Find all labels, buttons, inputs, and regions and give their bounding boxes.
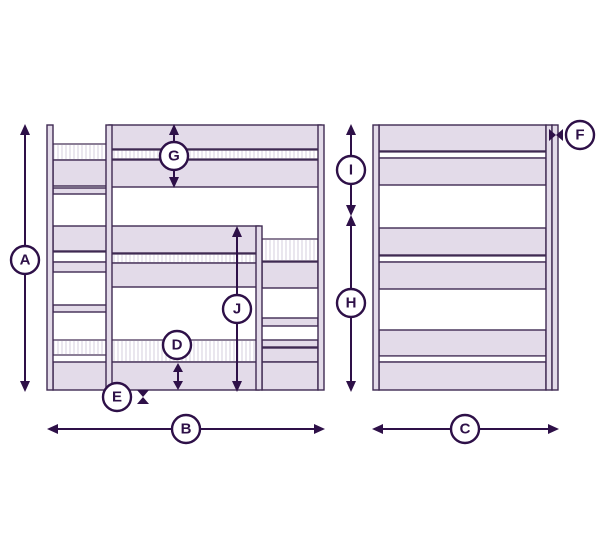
side-middle-panel bbox=[378, 227, 547, 256]
top-bunk bbox=[108, 124, 322, 188]
ladder-bottom-slats bbox=[54, 341, 108, 354]
middle-bunk-mattress-slats bbox=[110, 254, 258, 263]
side-middle-base bbox=[378, 261, 547, 290]
side-bottom-panel bbox=[378, 329, 547, 357]
dimension-badge bbox=[158, 140, 190, 172]
arrow-head-icon bbox=[20, 124, 30, 135]
arrow-head-icon bbox=[556, 129, 563, 141]
arrow-head-icon bbox=[169, 177, 179, 188]
arrow-head-icon bbox=[346, 381, 356, 392]
ladder-mid-panel bbox=[52, 225, 110, 252]
dimension-label-B: B bbox=[181, 421, 192, 438]
dimension-label-C: C bbox=[460, 421, 471, 438]
side-step-rung bbox=[261, 339, 319, 348]
top-bunk-base-panel bbox=[108, 159, 322, 188]
side-right-post-outer bbox=[551, 124, 559, 391]
arrow-head-icon bbox=[169, 124, 179, 135]
side-step-panel bbox=[261, 261, 319, 289]
arrow-head-icon bbox=[346, 205, 356, 216]
dimension-badge bbox=[170, 413, 202, 445]
dimension-label-H: H bbox=[346, 295, 357, 312]
dimension-badge bbox=[101, 381, 133, 413]
arrow-head-icon bbox=[173, 363, 183, 372]
dimension-label-I: I bbox=[349, 162, 353, 179]
side-bottom-base bbox=[378, 361, 547, 391]
arrow-head-icon bbox=[173, 381, 183, 390]
dimension-badge bbox=[564, 119, 596, 151]
ladder-top-slats bbox=[54, 145, 108, 159]
middle-bunk bbox=[108, 225, 319, 348]
arrow-head-icon bbox=[346, 124, 356, 135]
dimension-B: B bbox=[47, 413, 325, 445]
side-middle-rail bbox=[378, 255, 547, 263]
ladder-rung bbox=[52, 187, 110, 195]
arrow-head-icon bbox=[372, 424, 383, 434]
dimension-label-D: D bbox=[172, 337, 183, 354]
ladder-rung bbox=[52, 304, 110, 313]
dimension-C: C bbox=[372, 413, 559, 445]
arrow-head-icon bbox=[20, 381, 30, 392]
arrow-head-icon bbox=[137, 397, 149, 404]
dimension-G: G bbox=[158, 124, 190, 188]
side-top-panel bbox=[378, 124, 547, 152]
arrow-head-icon bbox=[548, 424, 559, 434]
dimension-H: H bbox=[335, 215, 367, 392]
dimension-J: J bbox=[221, 226, 253, 392]
dimension-badge bbox=[161, 329, 193, 361]
side-step-rung bbox=[261, 317, 319, 327]
bottom-bunk-side-base-panel bbox=[261, 361, 319, 391]
side-step-slats bbox=[263, 240, 317, 260]
front-ladder-post bbox=[105, 124, 113, 391]
ladder-rung bbox=[52, 261, 110, 273]
dimension-A: A bbox=[9, 124, 41, 392]
dimension-E: E bbox=[101, 381, 149, 413]
side-view bbox=[372, 124, 559, 391]
front-right-post bbox=[317, 124, 325, 391]
ladder-mid-rail bbox=[52, 251, 110, 263]
dimension-label-J: J bbox=[233, 301, 241, 318]
ladder-top-panel bbox=[52, 159, 110, 187]
arrow-head-icon bbox=[137, 390, 149, 397]
arrow-head-icon bbox=[314, 424, 325, 434]
dimension-badge bbox=[221, 293, 253, 325]
top-bunk-mattress-slats bbox=[110, 150, 320, 159]
side-top-rail bbox=[378, 151, 547, 159]
arrow-head-icon bbox=[232, 226, 242, 237]
ladder bbox=[52, 143, 110, 391]
ladder-bottom-panel bbox=[52, 361, 110, 391]
dimension-badge bbox=[335, 287, 367, 319]
side-bottom-rail bbox=[378, 355, 547, 363]
top-bunk-headboard-panel bbox=[108, 124, 322, 150]
dimension-label-E: E bbox=[112, 389, 122, 406]
dimension-D: D bbox=[161, 329, 193, 390]
dimension-F: F bbox=[549, 119, 596, 151]
arrow-head-icon bbox=[346, 215, 356, 226]
arrow-head-icon bbox=[232, 381, 242, 392]
side-right-post-inner bbox=[545, 124, 553, 391]
dimension-badge bbox=[9, 244, 41, 276]
bottom-bunk bbox=[108, 339, 319, 391]
front-left-post bbox=[46, 124, 54, 391]
dimension-label-A: A bbox=[20, 252, 31, 269]
side-left-post bbox=[372, 124, 380, 391]
arrow-head-icon bbox=[47, 424, 58, 434]
front-middle-post bbox=[255, 225, 263, 391]
bottom-bunk-side-panel bbox=[261, 347, 319, 363]
dimension-badge bbox=[335, 154, 367, 186]
dimension-I: I bbox=[335, 124, 367, 216]
arrow-head-icon bbox=[549, 129, 556, 141]
front-view bbox=[46, 124, 325, 391]
side-top-base bbox=[378, 157, 547, 186]
dimension-label-F: F bbox=[575, 127, 584, 144]
dimension-label-G: G bbox=[168, 148, 180, 165]
dimension-badge bbox=[449, 413, 481, 445]
